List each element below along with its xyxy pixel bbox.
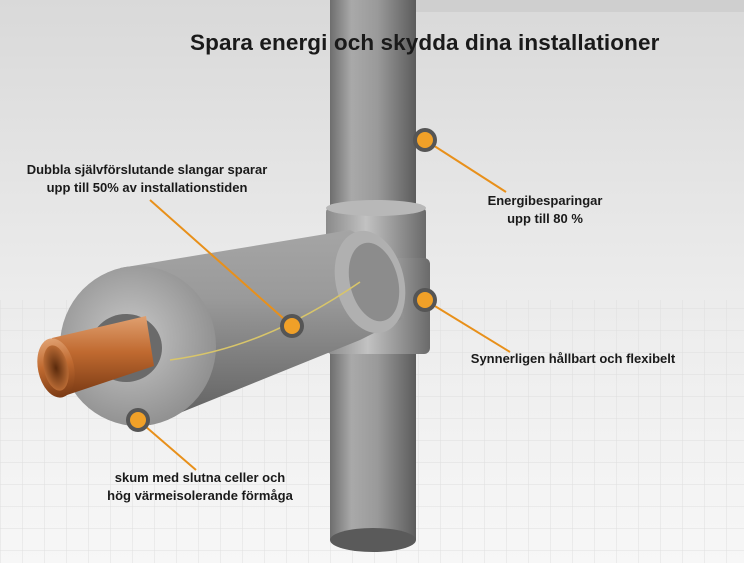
callout-marker-tube bbox=[280, 314, 304, 338]
callout-marker-foam bbox=[126, 408, 150, 432]
leader-line-energy bbox=[424, 139, 507, 193]
page-title: Spara energi och skydda dina installatio… bbox=[190, 30, 660, 55]
leader-line-durable bbox=[424, 299, 511, 353]
seal-seam bbox=[169, 281, 361, 361]
callout-marker-energy bbox=[413, 128, 437, 152]
callout-text: upp till 80 % bbox=[507, 211, 583, 226]
leader-lines bbox=[137, 139, 511, 471]
callout-marker-icon bbox=[130, 412, 146, 428]
callout-text: upp till 50% av installationstiden bbox=[46, 180, 248, 195]
callout-marker-icon bbox=[284, 318, 300, 334]
leader-line-tube bbox=[149, 199, 293, 327]
callout-label-foam: skum med slutna celler och hög värmeisol… bbox=[80, 469, 320, 505]
callout-text: skum med slutna celler och bbox=[114, 470, 286, 485]
leader-line-foam bbox=[137, 419, 197, 471]
callout-marker-icon bbox=[417, 292, 433, 308]
copper-pipe bbox=[37, 316, 154, 398]
callout-marker-durable bbox=[413, 288, 437, 312]
callout-label-tube: Dubbla självförslutande slangar sparar u… bbox=[0, 161, 294, 197]
top-edge-shade bbox=[370, 0, 744, 12]
callout-label-durable: Synnerligen hållbart och flexibelt bbox=[448, 350, 698, 368]
callout-text: hög värmeisolerande förmåga bbox=[107, 488, 293, 503]
callout-text: Dubbla självförslutande slangar sparar bbox=[26, 162, 268, 177]
callout-text: Synnerligen hållbart och flexibelt bbox=[470, 351, 676, 366]
callout-marker-icon bbox=[417, 132, 433, 148]
callout-text: Energibesparingar bbox=[487, 193, 603, 208]
callout-label-energy: Energibesparingar upp till 80 % bbox=[470, 192, 620, 228]
